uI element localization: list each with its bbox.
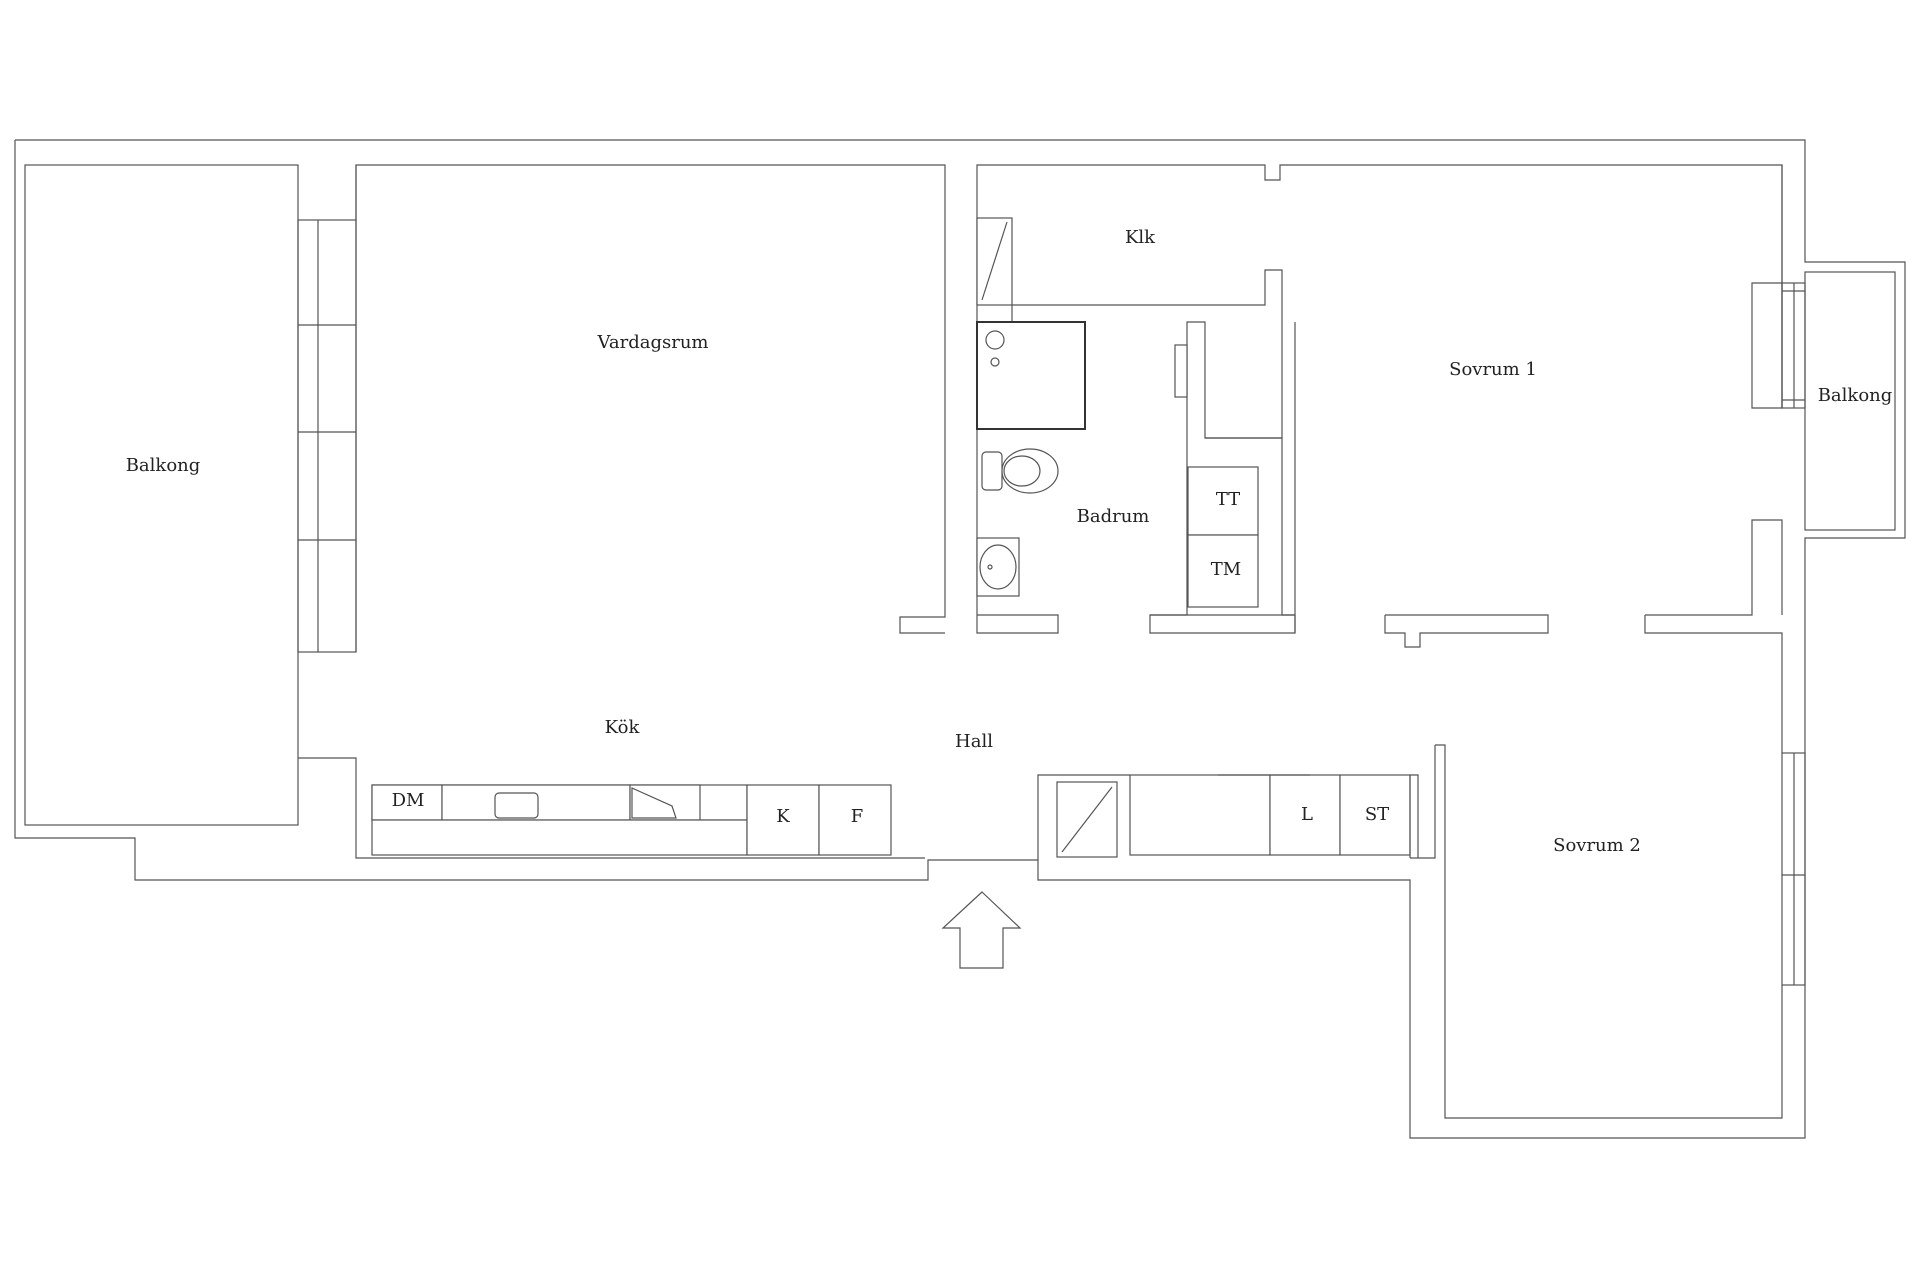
label-st: ST [1365, 804, 1389, 825]
label-sovrum2: Sovrum 2 [1553, 835, 1641, 856]
living-room-wall [355, 164, 946, 652]
label-east-balcony: Balkong [1818, 385, 1893, 406]
bedroom1-south-wall [1384, 614, 1549, 648]
bedroom2-wall [1435, 744, 1783, 1119]
west-kitchen-wall [298, 757, 925, 859]
sink-icon [976, 537, 1020, 597]
label-west-balcony: Balkong [126, 455, 201, 476]
hall-wall-right [1037, 774, 1130, 860]
tm-unit [1187, 534, 1259, 608]
label-hall: Hall [955, 731, 993, 752]
label-vardagsrum: Vardagsrum [597, 332, 709, 353]
bedroom2-west-wall [1410, 745, 1436, 859]
hall-wall-east [1409, 774, 1419, 858]
label-dm: DM [392, 790, 425, 811]
label-k: K [776, 806, 790, 827]
label-tt: TT [1216, 489, 1240, 510]
label-sovrum1: Sovrum 1 [1449, 359, 1537, 380]
hall-wardrobe [1129, 774, 1271, 856]
east-balcony-door [1781, 282, 1806, 409]
label-f: F [851, 806, 864, 827]
tt-unit [1187, 466, 1259, 536]
toilet-icon [981, 448, 1059, 494]
outer-wall [14, 139, 1906, 1139]
bedroom1-east-south [1645, 519, 1783, 616]
label-kok: Kök [605, 717, 641, 738]
badrum-door [1174, 344, 1188, 398]
sink-kitchen-icon [494, 792, 539, 819]
label-klk: Klk [1125, 227, 1156, 248]
label-tm: TM [1211, 559, 1241, 580]
label-l: L [1301, 804, 1313, 825]
bedroom-divider [1644, 615, 1783, 753]
entrance-arrow-icon [941, 891, 1022, 969]
badrum-south-wall [976, 614, 1059, 634]
stove-icon [631, 787, 677, 819]
klk-wall [976, 164, 1783, 618]
label-badrum: Badrum [1077, 506, 1150, 527]
west-balcony-outline [24, 164, 299, 826]
west-balcony-window [297, 219, 357, 653]
bedroom2-window [1781, 752, 1806, 986]
shower-drain-icon [985, 330, 1005, 350]
klk-inner-wall [1012, 269, 1296, 634]
